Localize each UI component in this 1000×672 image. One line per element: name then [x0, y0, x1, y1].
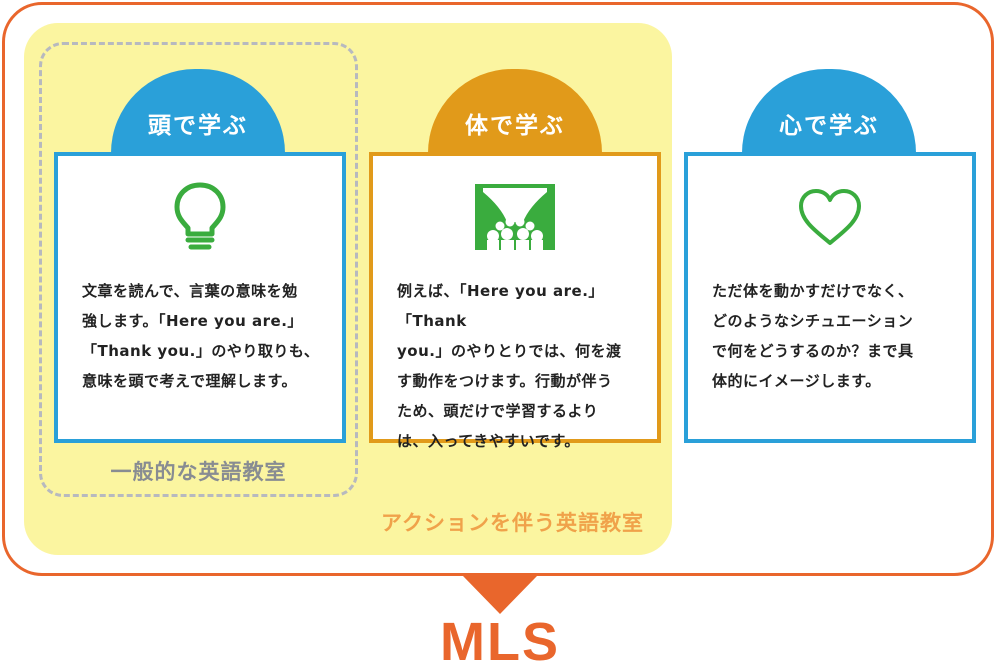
- card-head-text: 文章を読んで、言葉の意味を勉 強します。「Here you are.」 「Tha…: [82, 282, 320, 390]
- action-class-caption: アクションを伴う英語教室: [381, 511, 644, 535]
- lightbulb-icon: [58, 182, 342, 252]
- card-heart-learning: ただ体を動かすだけでなく、 どのようなシチュエーション で何をどうするのか？まで…: [684, 152, 976, 443]
- down-arrow: [463, 576, 537, 614]
- general-class-region: [39, 42, 358, 497]
- general-class-caption: 一般的な英語教室: [110, 460, 287, 484]
- card-heart-text: ただ体を動かすだけでなく、 どのようなシチュエーション で何をどうするのか？まで…: [712, 282, 914, 390]
- result-label: MLS: [440, 612, 560, 672]
- heart-icon: [688, 182, 972, 252]
- card-head-learning: 文章を読んで、言葉の意味を勉 強します。「Here you are.」 「Tha…: [54, 152, 346, 443]
- card-body-text: 例えば、「Here you are.」「Thank you.」のやりとりでは、何…: [397, 282, 622, 450]
- stage-audience-icon: [373, 182, 657, 252]
- card-body-learning: 例えば、「Here you are.」「Thank you.」のやりとりでは、何…: [369, 152, 661, 450]
